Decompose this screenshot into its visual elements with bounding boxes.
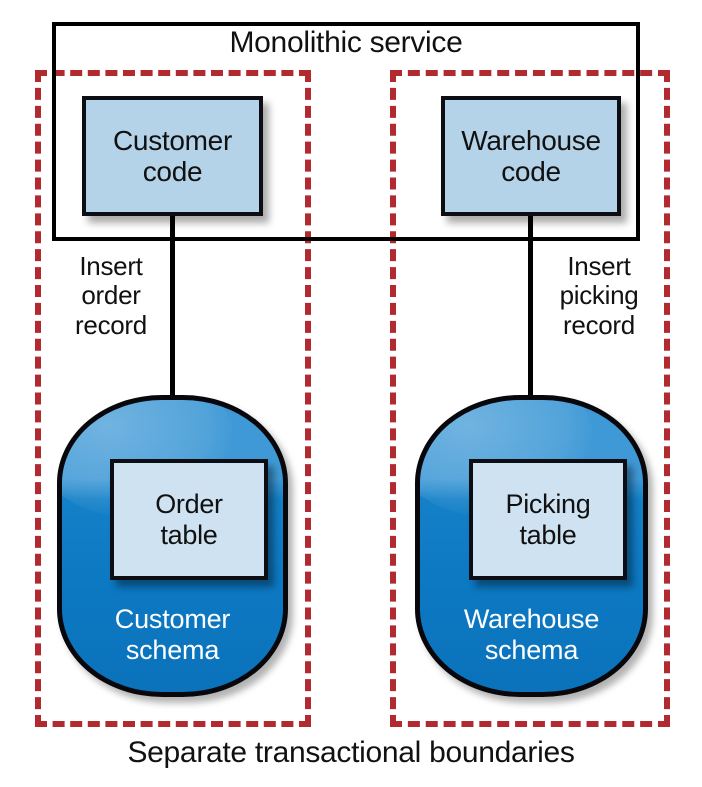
insert-order-arrow-line [170, 216, 175, 461]
diagram-caption: Separate transactional boundaries [127, 736, 575, 769]
monolithic-service-box [52, 22, 640, 241]
customer-code-label: Customer code [113, 124, 232, 187]
warehouse-code-box: Warehouse code [441, 96, 621, 216]
picking-table-box: Picking table [469, 459, 627, 580]
picking-table-label: Picking table [505, 488, 591, 550]
insert-picking-arrow-line [528, 216, 533, 461]
customer-schema-label: Customer schema [114, 604, 231, 666]
customer-code-box: Customer code [82, 96, 263, 216]
customer-schema-database-icon: Customer schema [57, 395, 288, 697]
warehouse-schema-label: Warehouse schema [463, 604, 600, 666]
order-table-label: Order table [155, 488, 223, 550]
insert-order-record-label: Insert order record [75, 251, 147, 340]
order-table-box: Order table [110, 459, 268, 580]
customer-transactional-boundary [35, 70, 311, 727]
monolithic-service-title: Monolithic service [229, 26, 463, 59]
warehouse-transactional-boundary [390, 70, 670, 727]
insert-picking-record-label: Insert picking record [559, 251, 639, 340]
warehouse-code-label: Warehouse code [461, 124, 601, 187]
